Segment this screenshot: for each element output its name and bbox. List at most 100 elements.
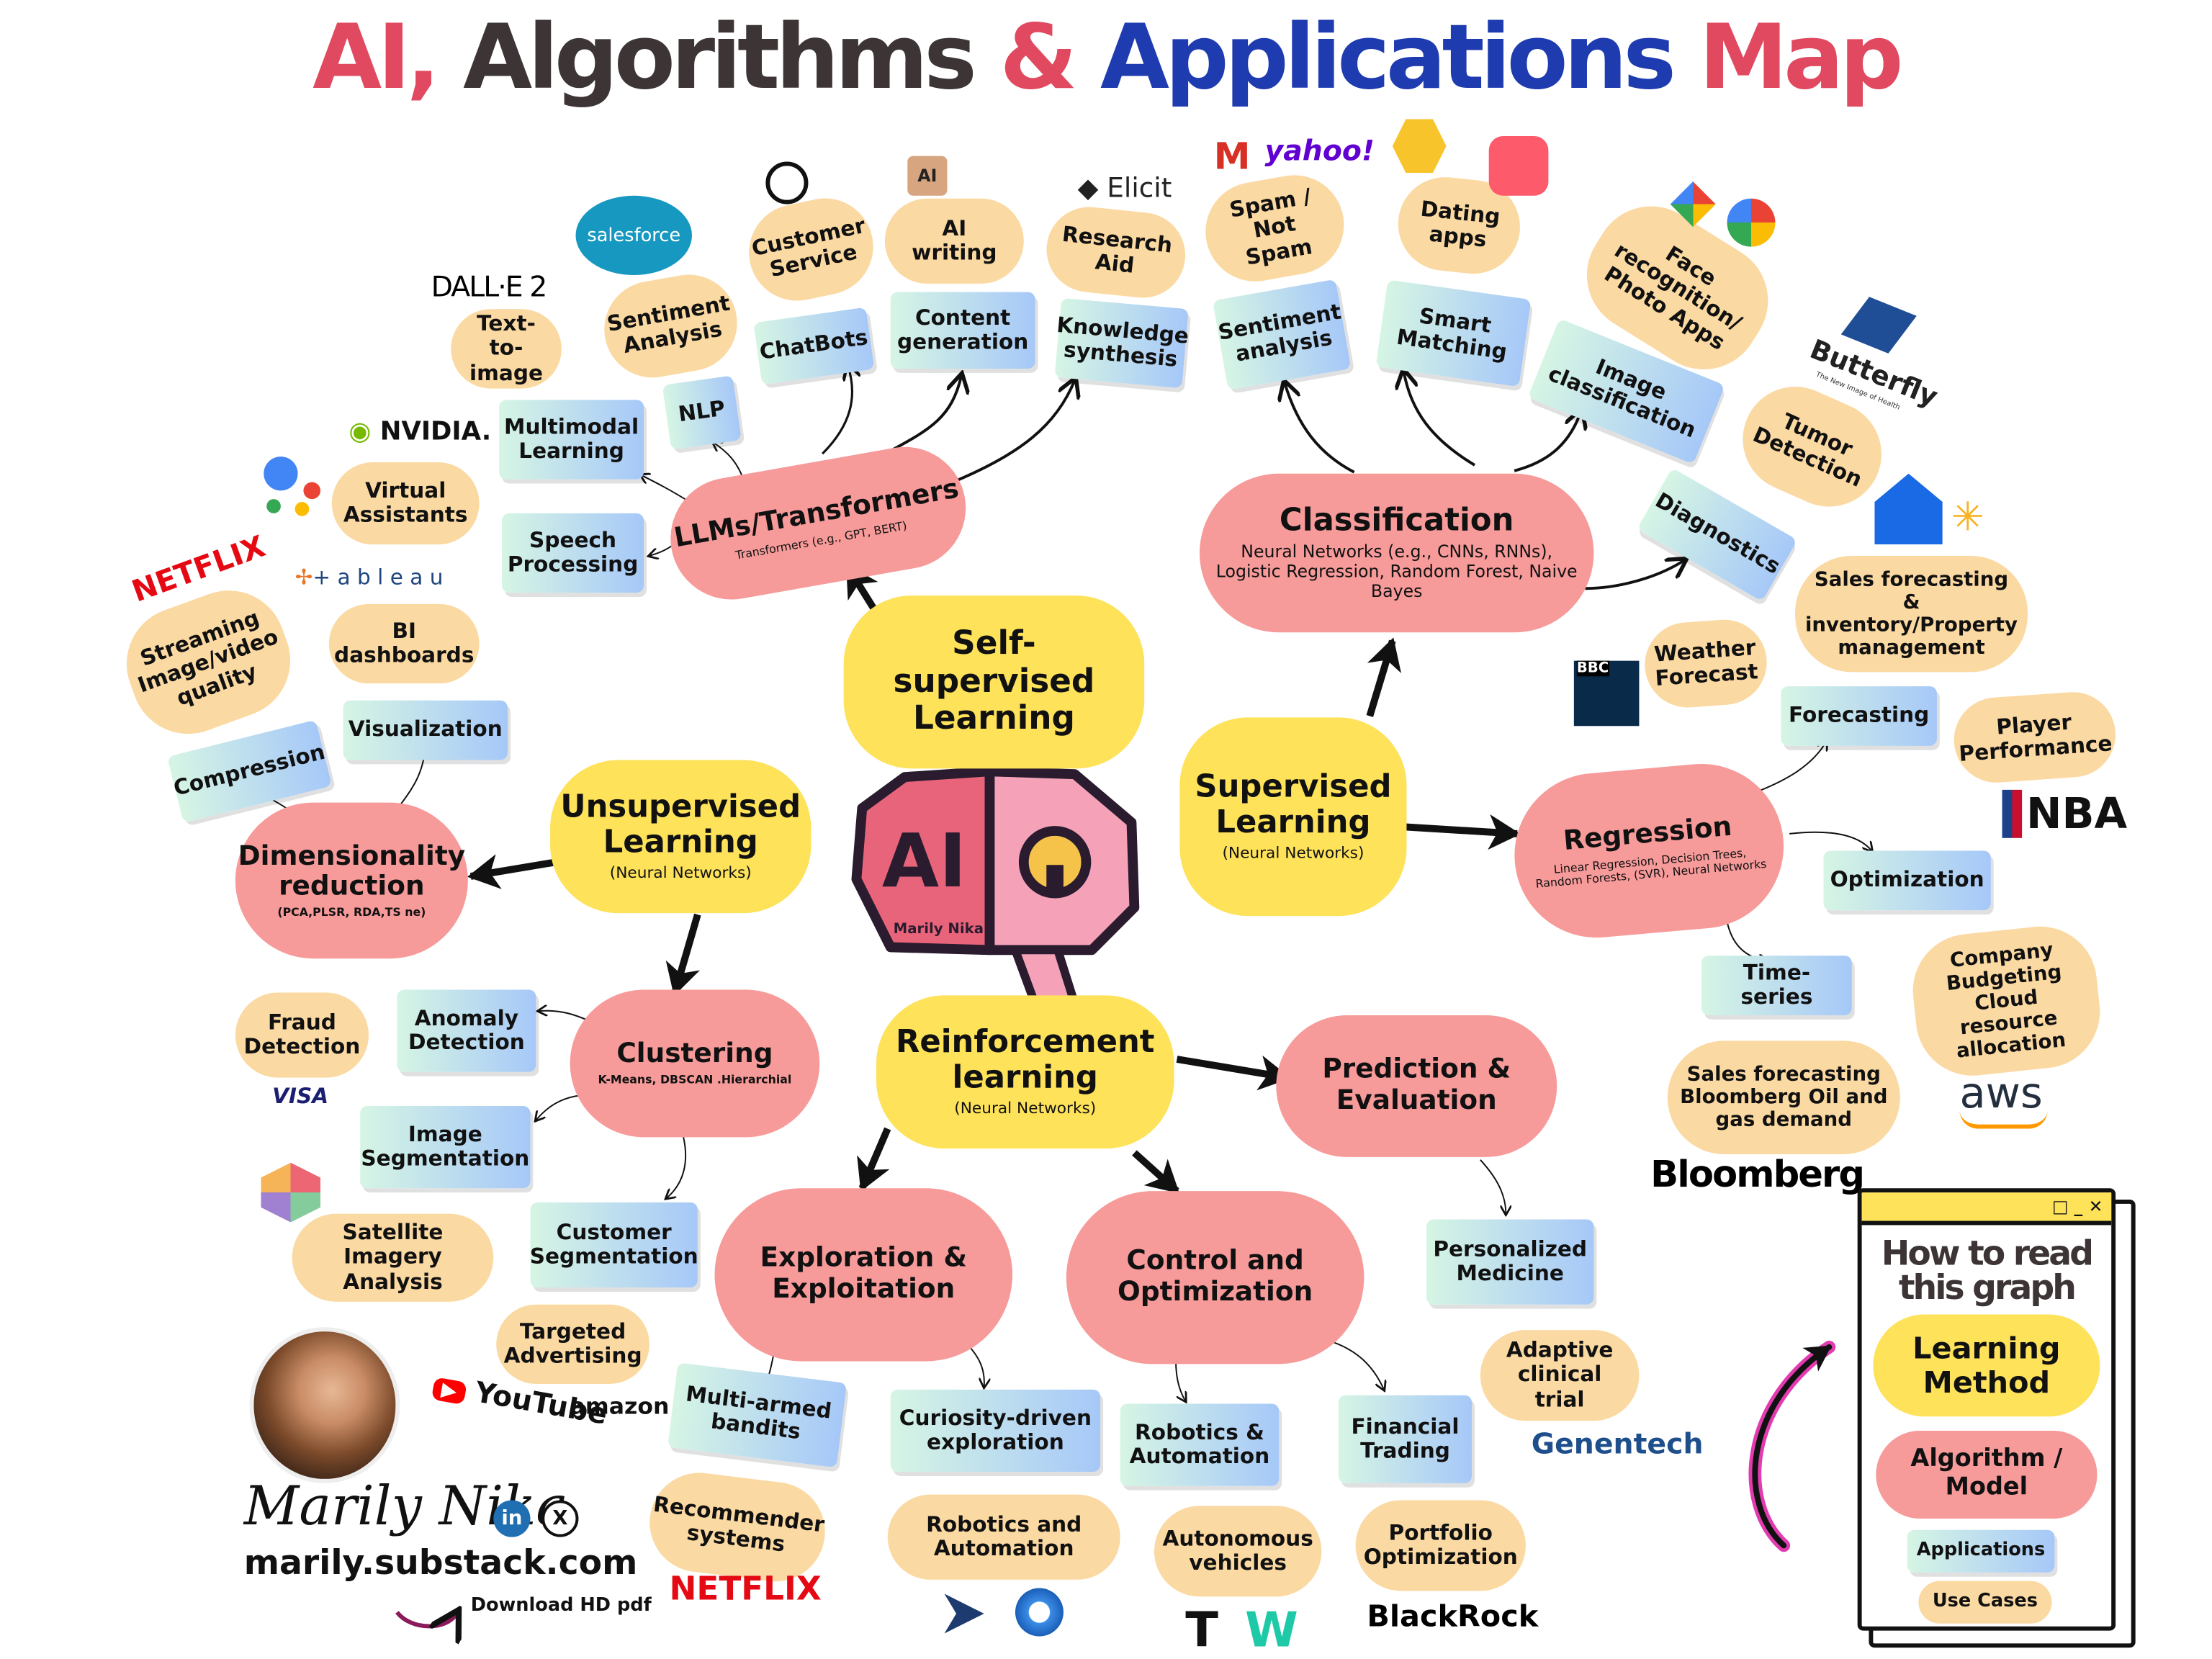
aws-smile-icon	[1959, 1110, 2048, 1129]
dimensionality-sub: (PCA,PLSR, RDA,TS ne)	[277, 906, 426, 920]
uc-targeted-advertising: Targeted Advertising	[496, 1304, 649, 1384]
nba-logo: NBA	[2002, 788, 2128, 840]
uc-virtual-assistants: Virtual Assistants	[331, 462, 480, 545]
app-image-segmentation: Image Segmentation	[360, 1105, 531, 1189]
netflix-logo-bottom: NETFLIX	[669, 1570, 822, 1609]
salesforce-logo: salesforce	[575, 195, 692, 276]
unsupervised-sub: (Neural Networks)	[609, 864, 752, 883]
legend-applications: Applications	[1907, 1529, 2055, 1573]
self-supervised-learning-node: Self-supervised Learning	[843, 595, 1145, 769]
arrow-sup-class	[1366, 637, 1401, 717]
app-visualization: Visualization	[343, 700, 508, 760]
clustering-label: Clustering	[616, 1038, 773, 1070]
nvidia-logo: ◉ NVIDIA.	[349, 417, 491, 446]
supervised-label: Supervised Learning	[1195, 770, 1392, 842]
dimensionality-reduction-node: Dimensionality reduction (PCA,PLSR, RDA,…	[235, 802, 468, 959]
title-part-ai: AI,	[313, 5, 441, 109]
arrow-reg-forecast	[1758, 742, 1827, 792]
ai-writing-badge-icon: AI	[907, 156, 948, 196]
app-content-generation: Content generation	[890, 292, 1035, 369]
app-time-series: Time-series	[1701, 956, 1852, 1015]
classification-sub: Neural Networks (e.g., CNNs, RNNs), Logi…	[1215, 542, 1578, 602]
arrow-pred-med	[1480, 1159, 1506, 1214]
arrow-llm-chatbots	[822, 366, 852, 455]
uc-sales-inventory: Sales forecasting & inventory/Property m…	[1795, 555, 2028, 673]
legend-titlebar: □ _ ✕	[1861, 1192, 2112, 1226]
unsupervised-learning-node: Unsupervised Learning (Neural Networks)	[550, 760, 811, 914]
clustering-sub: K-Means, DBSCAN .Hierarchial	[598, 1074, 792, 1087]
yahoo-logo: yahoo!	[1264, 133, 1375, 168]
app-robotics-automation: Robotics & Automation	[1120, 1403, 1280, 1486]
gmail-icon: M	[1213, 136, 1251, 179]
title-part-algorithms: Algorithms	[463, 5, 977, 109]
uc-sales-bloomberg: Sales forecasting Bloomberg Oil and gas …	[1667, 1040, 1900, 1154]
youtube-play-icon: ▶	[431, 1377, 467, 1406]
title-part-map: Map	[1699, 5, 1904, 109]
classification-node: Classification Neural Networks (e.g., CN…	[1199, 473, 1594, 633]
arrow-rl-expl	[857, 1127, 891, 1192]
arrow-unsup-dim	[467, 854, 557, 889]
app-knowledge-synthesis: Knowledge synthesis	[1054, 297, 1190, 389]
bbc-text: BBC	[1576, 660, 1609, 677]
author-avatar	[249, 1327, 400, 1483]
tinder-icon	[1488, 136, 1549, 196]
elicit-text: Elicit	[1107, 173, 1172, 204]
download-arrow	[395, 1612, 457, 1626]
uc-robotics-automation: Robotics and Automation	[887, 1494, 1120, 1580]
arrow-rl-ctrl	[1132, 1150, 1180, 1194]
nba-mark-icon	[2002, 789, 2023, 838]
nba-text: NBA	[2026, 788, 2128, 839]
walmart-spark-icon: ✳	[1951, 493, 1984, 541]
blackrock-logo: BlackRock	[1367, 1599, 1539, 1634]
arrow-reg-opt	[1789, 831, 1871, 851]
uc-player-performance: Player Performance	[1951, 689, 2118, 786]
x-text: X	[552, 1507, 568, 1530]
aws-logo: aws	[1959, 1069, 2048, 1129]
spiral-icon	[1015, 1588, 1064, 1637]
amazon-logo: amazon	[570, 1392, 670, 1420]
tableau-cross-icon: ✢	[295, 564, 313, 590]
app-anomaly-detection: Anomaly Detection	[397, 989, 536, 1072]
legend-learning-method: Learning Method	[1873, 1314, 2100, 1417]
app-speech-processing: Speech Processing	[502, 513, 644, 593]
elicit-logo: ◆ Elicit	[1078, 173, 1172, 204]
page-title: AI, Algorithms & Applications Map	[0, 6, 2212, 109]
app-customer-segmentation: Customer Segmentation	[530, 1202, 698, 1288]
legend-window-controls[interactable]: □ _ ✕	[2051, 1197, 2103, 1217]
ai-brain-icon: AI Marily Nika	[848, 765, 1146, 1009]
uc-portfolio-optimization: Portfolio Optimization	[1355, 1500, 1526, 1591]
linkedin-icon[interactable]: in	[493, 1500, 531, 1537]
legend-title: How to read this graph	[1881, 1233, 2094, 1308]
author-site-link[interactable]: marily.substack.com	[243, 1542, 638, 1583]
supervised-learning-node: Supervised Learning (Neural Networks)	[1179, 717, 1407, 917]
arrow-class-sentiment	[1285, 383, 1355, 474]
uc-satellite-imagery: Satellite Imagery Analysis	[292, 1213, 494, 1302]
arrow-ctrl-fin	[1321, 1338, 1384, 1390]
dimensionality-label: Dimensionality reduction	[238, 840, 466, 903]
tableau-logo: ✢+ a b l e a u	[295, 565, 444, 590]
control-optimization-node: Control and Optimization	[1066, 1191, 1364, 1364]
clustering-node: Clustering K-Means, DBSCAN .Hierarchial	[570, 989, 820, 1138]
title-part-applications: Applications	[1100, 5, 1676, 109]
salesforce-text: salesforce	[587, 225, 681, 246]
aws-text: aws	[1959, 1069, 2043, 1119]
arrow-class-diag	[1585, 560, 1685, 590]
uc-fraud-detection: Fraud Detection	[235, 992, 369, 1078]
app-personalized-medicine: Personalized Medicine	[1426, 1219, 1594, 1305]
uc-bi-dashboards: BI dashboards	[328, 603, 480, 684]
waymo-logo-icon: W	[1244, 1602, 1298, 1659]
download-pdf-link[interactable]: Download HD pdf	[470, 1595, 652, 1617]
uc-ai-writing: AI writing	[884, 198, 1024, 284]
x-icon[interactable]: X	[541, 1500, 579, 1537]
uc-adaptive-clinical-trial: Adaptive clinical trial	[1480, 1330, 1640, 1421]
google-assistant-icon	[264, 457, 323, 516]
dalle-logo: DALL·E 2	[431, 269, 548, 304]
unsupervised-label: Unsupervised Learning	[560, 789, 801, 861]
app-curiosity-driven: Curiosity-driven exploration	[890, 1389, 1101, 1473]
exploration-exploitation-node: Exploration & Exploitation	[714, 1188, 1013, 1362]
supervised-sub: (Neural Networks)	[1222, 844, 1364, 863]
google-photos-icon	[1727, 198, 1776, 247]
arrow-clust-custseg	[667, 1137, 686, 1198]
